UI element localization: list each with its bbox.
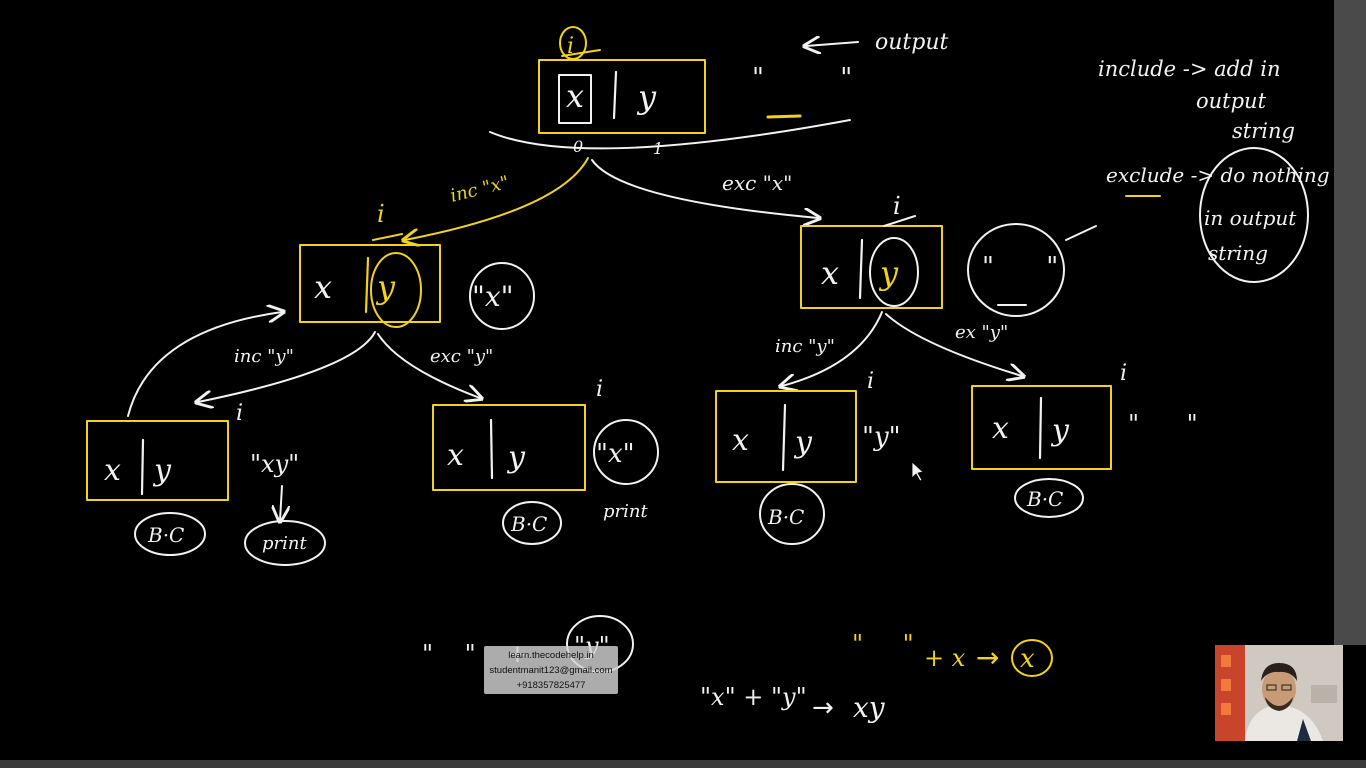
leaf-2-output-circle	[593, 419, 659, 485]
right-node-right-char: y	[878, 254, 899, 292]
exclude-note-circle	[1199, 147, 1309, 283]
leaf-1-print-arrow	[280, 485, 282, 520]
right-exclude-y-edge	[885, 313, 1022, 376]
presenter-avatar	[1215, 645, 1343, 741]
eq1-plus-x: + x	[924, 644, 966, 672]
right-include-y-label: inc "y"	[775, 336, 835, 357]
leaf-1-output: "xy"	[250, 450, 299, 478]
window-edge-bottom	[0, 760, 1366, 768]
eq1-arrow: →	[976, 641, 999, 674]
left-node	[299, 233, 441, 328]
leaf-4-left-char: x	[992, 411, 1009, 446]
leaf-1-print: print	[262, 533, 307, 554]
left-exclude-y-label: exc "y"	[430, 346, 493, 367]
eq1-empty-string: " "	[852, 630, 930, 658]
leaf-2-output: "x"	[596, 439, 635, 469]
leaf-1-right-char: y	[152, 453, 172, 488]
left-include-y-label: inc "y"	[234, 346, 294, 367]
left-include-y-edge	[198, 331, 376, 402]
left-node-output: "x"	[472, 280, 514, 313]
leaf-4-output: " "	[1128, 410, 1218, 438]
include-x-edge	[405, 157, 589, 240]
root-left-char: x	[566, 77, 584, 115]
root-split-arc	[489, 119, 851, 150]
watermark-site: learn.thecodehelp.in	[508, 650, 594, 661]
smiley-empty-output: " "	[982, 252, 1080, 282]
leaf-1-left-char: x	[104, 453, 121, 488]
leaf-4-node	[971, 385, 1112, 470]
exclude-note-line-2: in output	[1204, 206, 1297, 230]
output-pointer-arrow	[806, 42, 859, 46]
root-right-char: y	[636, 78, 657, 116]
leaf-2-node	[432, 404, 586, 491]
watermark-phone: +918357825477	[516, 680, 586, 691]
leaf-3-base-case-circle	[759, 483, 825, 545]
right-node-index-marker: i	[893, 192, 901, 220]
root-zero-label: 0	[573, 137, 583, 156]
webcam-overlay	[1215, 645, 1343, 741]
leaf-3-index-marker: i	[867, 369, 874, 394]
leaf-3-right-char: y	[793, 425, 813, 460]
leaf-1-base-case-circle	[134, 512, 206, 556]
left-exclude-y-edge	[377, 333, 480, 398]
leaf-2-left-char: x	[447, 438, 464, 473]
root-node	[538, 26, 706, 134]
leaf-2-base-case-circle	[502, 501, 562, 545]
leaf-3-left-char: x	[732, 423, 749, 458]
right-node	[800, 215, 943, 309]
exclude-x-edge	[591, 159, 818, 218]
right-exclude-y-label: ex "y"	[955, 322, 1008, 343]
left-node-right-char: y	[375, 268, 396, 306]
leaf-4-index-marker: i	[1120, 361, 1127, 386]
leaf-4-base-case: B·C	[1026, 487, 1063, 511]
root-index-marker: i	[567, 34, 574, 59]
leaf-1-index-marker: i	[236, 401, 243, 426]
output-underline	[766, 114, 802, 119]
mouse-cursor-icon	[911, 461, 924, 482]
include-x-label: inc "x"	[448, 172, 511, 207]
right-include-y-edge	[782, 311, 883, 386]
root-one-label: 1	[653, 139, 663, 158]
leaf-3-base-case: B·C	[767, 505, 804, 529]
watermark-email: studentmanit123@gmail.com	[489, 665, 613, 676]
leaf-2-print: print	[603, 501, 648, 522]
left-node-left-char: x	[314, 268, 332, 306]
exclude-note-line-3: string	[1208, 241, 1268, 265]
leaf-4-right-char: y	[1050, 413, 1070, 448]
leaf-2-divider	[489, 418, 494, 480]
window-edge-right	[1334, 0, 1366, 645]
leaf-2-base-case: B·C	[510, 512, 547, 536]
leaf-2-index-marker: i	[596, 377, 603, 402]
leaf-2-right-char: y	[506, 440, 526, 475]
leaf-3-divider	[781, 403, 787, 472]
eq2-result: xy	[853, 691, 886, 724]
return-arrow	[127, 312, 282, 417]
include-note-line-3: string	[1232, 119, 1295, 143]
leaf-4-base-case-circle	[1014, 478, 1084, 518]
watermark-box: learn.thecodehelp.in studentmanit123@gma…	[484, 646, 618, 694]
leaf-1-print-circle	[244, 520, 326, 566]
root-empty-output: " "	[752, 63, 886, 93]
exclude-x-label: exc "x"	[722, 171, 792, 195]
left-node-index-marker: i	[377, 200, 385, 228]
leaf-3-output: "y"	[862, 422, 901, 452]
eq1-result-circle	[1011, 639, 1053, 677]
leaf-1-divider	[140, 438, 145, 496]
leaf-1-node	[86, 420, 229, 501]
leaf-1-base-case: B·C	[147, 523, 184, 547]
leaf-4-divider	[1038, 396, 1043, 460]
output-label: output	[875, 30, 949, 55]
include-note-line-1: include -> add in	[1098, 57, 1280, 81]
eq2-arrow: →	[812, 693, 834, 723]
right-node-left-char: x	[821, 254, 839, 292]
eq1-result: x	[1020, 644, 1035, 674]
empty-output-smiley	[967, 223, 1097, 317]
leaf-3-node	[715, 390, 857, 483]
include-note-line-2: output	[1196, 89, 1267, 113]
left-node-output-circle	[469, 262, 535, 330]
eq2-expression: "x" + "y"	[700, 683, 807, 711]
